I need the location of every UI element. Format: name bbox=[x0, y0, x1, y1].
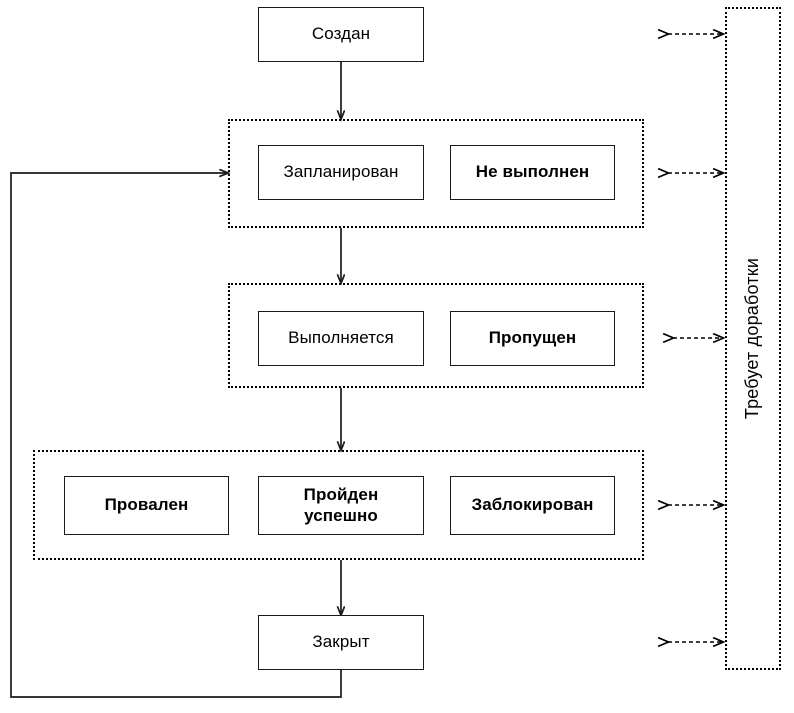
rework-panel-label: Требует доработки bbox=[742, 257, 763, 420]
state-not-executed[interactable]: Не выполнен bbox=[450, 145, 615, 200]
state-skipped[interactable]: Пропущен bbox=[450, 311, 615, 366]
state-group-in-progress bbox=[228, 283, 644, 388]
state-passed[interactable]: Пройден успешно bbox=[258, 476, 424, 535]
state-closed[interactable]: Закрыт bbox=[258, 615, 424, 670]
state-created[interactable]: Создан bbox=[258, 7, 424, 62]
state-blocked[interactable]: Заблокирован bbox=[450, 476, 615, 535]
state-passed-label: Пройден успешно bbox=[303, 484, 379, 525]
rework-panel[interactable]: Требует доработки bbox=[725, 7, 781, 670]
state-group-planned bbox=[228, 119, 644, 228]
state-planned[interactable]: Запланирован bbox=[258, 145, 424, 200]
state-failed[interactable]: Провален bbox=[64, 476, 229, 535]
state-group-result bbox=[33, 450, 644, 560]
state-in-progress[interactable]: Выполняется bbox=[258, 311, 424, 366]
